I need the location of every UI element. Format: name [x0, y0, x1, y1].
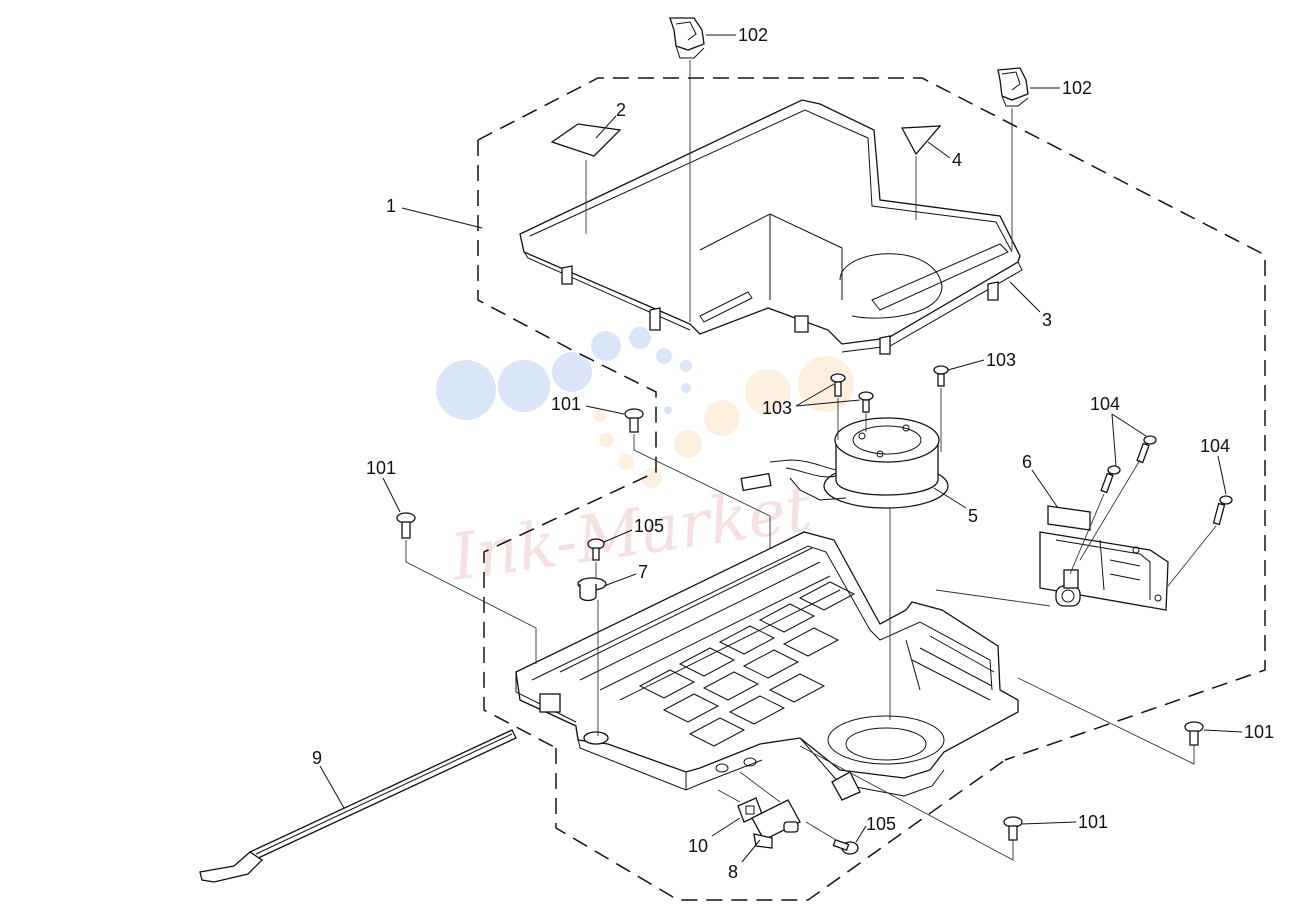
callout-2: 2 [616, 100, 626, 120]
watermark-bubble [591, 331, 621, 361]
screw-101-left [396, 512, 416, 539]
callout-102-top: 102 [738, 25, 768, 45]
watermark-bubble [798, 356, 854, 412]
callout-10: 10 [688, 836, 708, 856]
callout-6: 6 [1022, 452, 1032, 472]
watermark-bubble [498, 360, 550, 412]
screw-101-right [1184, 721, 1204, 746]
watermark-bubble [656, 348, 672, 364]
base-frame [515, 531, 1019, 801]
callout-101-right: 101 [1244, 722, 1274, 742]
callout-4: 4 [952, 150, 962, 170]
callout-102-right: 102 [1062, 78, 1092, 98]
callout-8: 8 [728, 862, 738, 882]
watermark-bubble [680, 360, 692, 372]
screw-103-b [858, 391, 874, 413]
screw-101-bottom [1003, 816, 1023, 841]
watermark-bubble [552, 352, 592, 392]
spacer-part [577, 577, 607, 602]
rod-part [199, 729, 517, 883]
sensor-bracket-part [1039, 505, 1169, 611]
triangle-label-part [900, 125, 942, 156]
callout-1: 1 [386, 196, 396, 216]
watermark-bubble [436, 360, 496, 420]
callout-9: 9 [312, 748, 322, 768]
callout-5: 5 [968, 506, 978, 526]
watermark-bubble [681, 383, 691, 393]
watermark-bubble [704, 400, 740, 436]
label-sheet-part [550, 123, 622, 157]
watermark-bubble [618, 454, 634, 470]
watermark-bubble [664, 406, 672, 414]
callout-leaders [319, 34, 1243, 863]
screw-103-a [830, 373, 846, 397]
callout-103-pair: 103 [762, 398, 792, 418]
screw-103-c [933, 365, 949, 387]
watermark-bubble [642, 468, 662, 488]
watermark-bubble [594, 410, 606, 422]
callout-104-single: 104 [1200, 436, 1230, 456]
watermark-bubble [599, 433, 613, 447]
upper-assembly-boundary [477, 77, 1266, 761]
callout-3: 3 [1042, 310, 1052, 330]
callout-7: 7 [638, 562, 648, 582]
watermark-bubble [745, 369, 791, 415]
screw-104-b [1136, 435, 1157, 464]
lower-assembly-boundary [555, 748, 1006, 901]
callout-105-upper: 105 [634, 516, 664, 536]
callout-101-upper: 101 [551, 394, 581, 414]
callout-104-pair: 104 [1090, 394, 1120, 414]
upper-assembly-boundary-left [477, 140, 657, 749]
screw-104-c [1212, 495, 1233, 526]
callout-103-single: 103 [986, 350, 1016, 370]
callout-labels: 1 2 3 4 5 6 7 8 9 10 101 101 101 101 102… [312, 25, 1274, 882]
screw-101-upper-left [624, 408, 644, 433]
screw-104-a [1100, 465, 1121, 494]
alignment-lines [405, 60, 1217, 861]
clip-part-top [669, 17, 705, 59]
callout-101-left: 101 [366, 458, 396, 478]
callout-101-bottom: 101 [1078, 812, 1108, 832]
screw-105-a [587, 538, 605, 561]
screw-105-b [832, 838, 859, 855]
clip-part-right [997, 67, 1029, 107]
upper-cover [519, 99, 1023, 355]
fan-motor-part [740, 417, 949, 509]
watermark-bubble [629, 327, 651, 349]
watermark-bubble [674, 430, 702, 458]
bracket-part [751, 799, 801, 849]
callout-105-lower: 105 [866, 814, 896, 834]
